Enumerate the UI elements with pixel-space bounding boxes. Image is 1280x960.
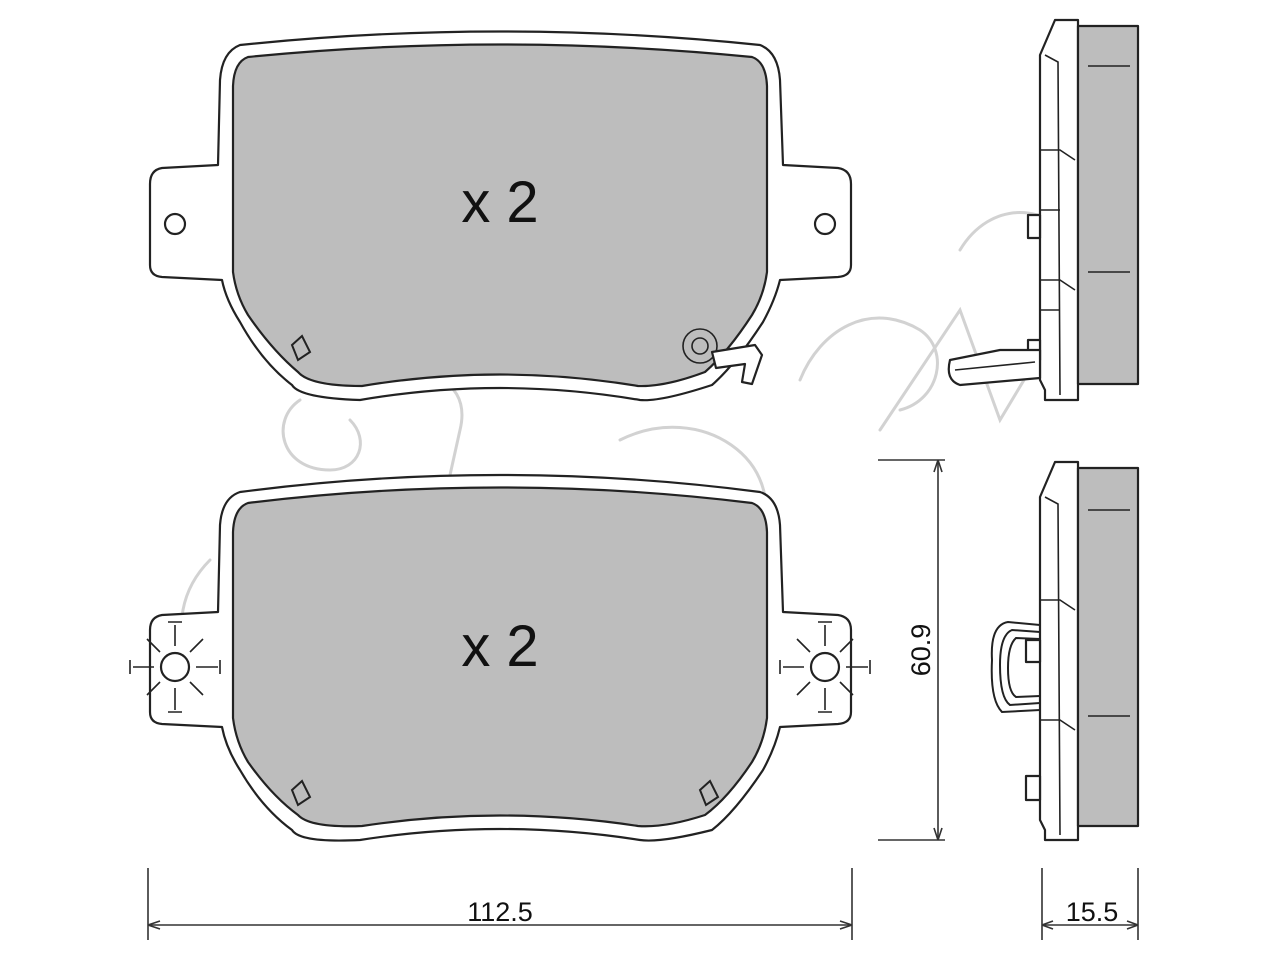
top-friction-material [231, 43, 769, 388]
height-dimension-label: 60.9 [906, 624, 936, 677]
height-dimension: 60.9 [878, 459, 945, 841]
width-dimension: 112.5 [147, 868, 853, 940]
bottom-right-clip-notch [698, 779, 720, 807]
bottom-side-stud-2 [1024, 774, 1042, 802]
top-wear-sensor-tab [710, 343, 764, 386]
thickness-dimension: 15.5 [1041, 868, 1139, 940]
bottom-brake-pad: x 2 [129, 473, 871, 842]
top-left-clip-notch [290, 334, 312, 362]
top-side-stud [1026, 213, 1042, 240]
width-dimension-label: 112.5 [467, 897, 533, 927]
top-right-mount-hole [813, 212, 837, 236]
top-pad-quantity: x 2 [461, 170, 538, 235]
bottom-pad-quantity: x 2 [461, 614, 538, 679]
bottom-friction-material [231, 486, 769, 828]
bottom-side-spring-clip [990, 620, 1041, 714]
thickness-dimension-label: 15.5 [1066, 897, 1119, 927]
top-wear-sensor-ring [682, 328, 718, 364]
bottom-left-star-clip [129, 621, 221, 713]
top-left-mount-hole [163, 212, 187, 236]
bottom-side-friction-material [1076, 466, 1140, 828]
top-wear-sensor-core [691, 337, 709, 355]
top-side-friction-material [1076, 24, 1140, 386]
bottom-right-star-clip [779, 621, 871, 713]
top-side-sensor-wire [947, 348, 1042, 387]
bottom-side-stud [1024, 638, 1042, 664]
bottom-left-clip-notch [290, 779, 312, 807]
top-side-view [947, 18, 1140, 402]
bottom-side-view [990, 460, 1140, 842]
top-brake-pad: x 2 [148, 30, 853, 402]
